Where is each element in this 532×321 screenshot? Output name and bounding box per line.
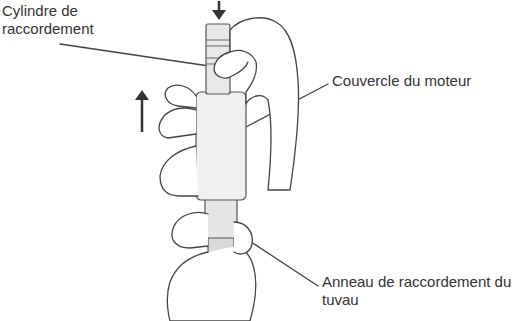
pull-arrow [135, 90, 149, 132]
label: Anneau de raccordement du tuvau [322, 273, 522, 309]
upper-hand [230, 18, 299, 190]
motor-cover [196, 92, 246, 200]
label: Couvercle du moteur [332, 72, 522, 90]
label: Cylindre de raccordement [2, 2, 102, 38]
push-arrow [212, 1, 226, 20]
lower-hand [167, 213, 255, 321]
leader-line [60, 44, 209, 66]
left-hand [159, 108, 198, 196]
left-thumb [165, 85, 196, 108]
hose-ring [205, 198, 237, 238]
lower-thumb [234, 222, 252, 254]
upper-finger [214, 52, 248, 78]
